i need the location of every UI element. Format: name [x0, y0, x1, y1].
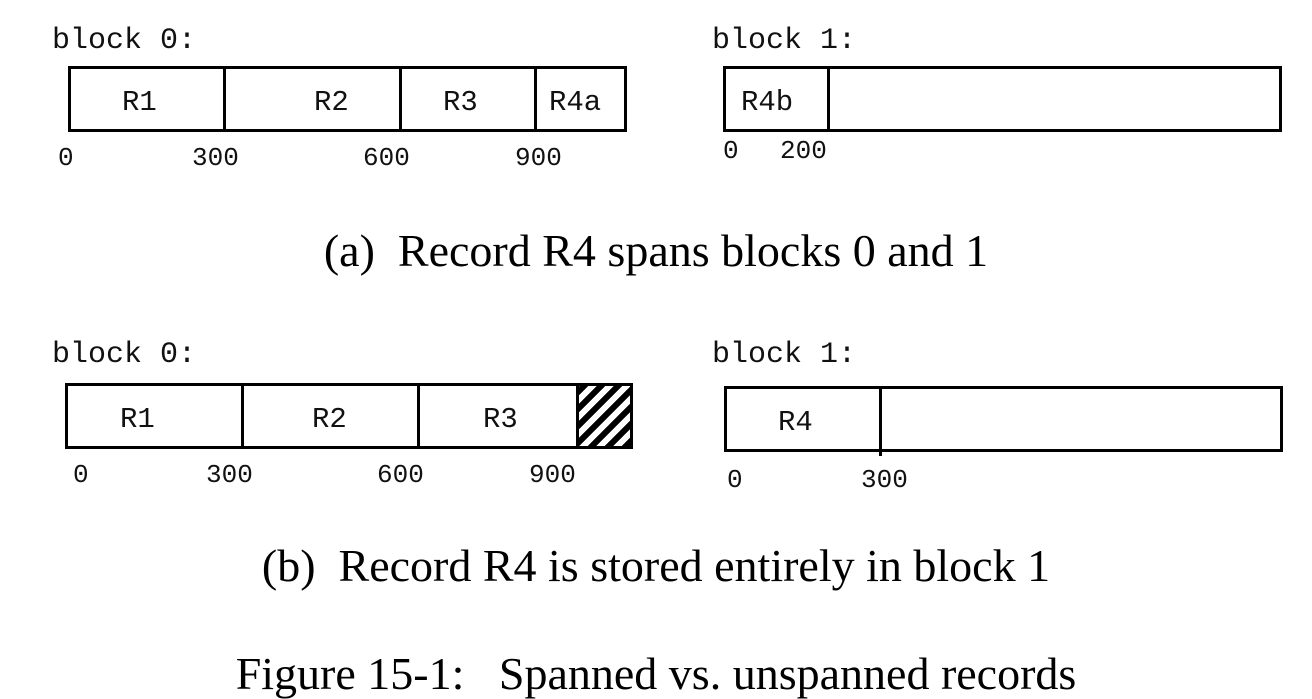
part-b-block1-box [724, 386, 1283, 452]
part-b-block0-tick: 300 [206, 460, 253, 490]
part-b-block0-tick: 900 [529, 460, 576, 490]
part-b-block0-tick: 600 [377, 460, 424, 490]
part-a-block0-tick: 900 [515, 143, 562, 173]
part-b-block0-label: block 0: [52, 338, 197, 372]
part-b-caption: (b) Record R4 is stored entirely in bloc… [261, 540, 1051, 591]
part-b-record-r4: R4 [778, 406, 813, 439]
part-a-block0-tick: 300 [192, 143, 239, 173]
part-b-block1-tick: 0 [727, 465, 743, 495]
figure-caption: Figure 15-1: Spanned vs. unspanned recor… [235, 648, 1077, 699]
part-b-block1-label: block 1: [712, 338, 857, 372]
part-b-record-r2: R2 [312, 403, 347, 436]
part-a-block0-divider [399, 66, 402, 132]
part-a-block0-divider [534, 66, 537, 132]
part-a-block1-label: block 1: [712, 24, 857, 58]
part-a-block1-divider [827, 66, 830, 132]
part-a-block1-tick: 0 [723, 136, 739, 166]
part-a-block0-label: block 0: [52, 24, 197, 58]
part-b-block0-box [65, 383, 633, 449]
part-a-block0-tick: 600 [363, 143, 410, 173]
part-a-block0-tick: 0 [58, 143, 74, 173]
part-b-record-r1: R1 [120, 403, 155, 436]
part-a-record-r4b: R4b [741, 86, 794, 119]
part-a-block1-box [723, 66, 1282, 132]
part-b-block0-divider [241, 383, 244, 449]
unused-space-hatch [576, 383, 633, 449]
part-b-block0-divider [417, 383, 420, 449]
part-a-record-r2: R2 [314, 86, 349, 119]
part-a-record-r4a: R4a [549, 86, 602, 119]
part-b-record-r3: R3 [483, 403, 518, 436]
part-a-record-r1: R1 [122, 86, 157, 119]
part-a-block0-box [68, 66, 627, 132]
part-a-block1-tick: 200 [780, 136, 827, 166]
part-a-block0-divider [223, 66, 226, 132]
part-b-block1-tick: 300 [861, 465, 908, 495]
part-b-block0-tick: 0 [73, 460, 89, 490]
part-a-record-r3: R3 [443, 86, 478, 119]
part-a-caption: (a) Record R4 spans blocks 0 and 1 [323, 225, 989, 276]
part-b-block1-divider [879, 386, 882, 456]
